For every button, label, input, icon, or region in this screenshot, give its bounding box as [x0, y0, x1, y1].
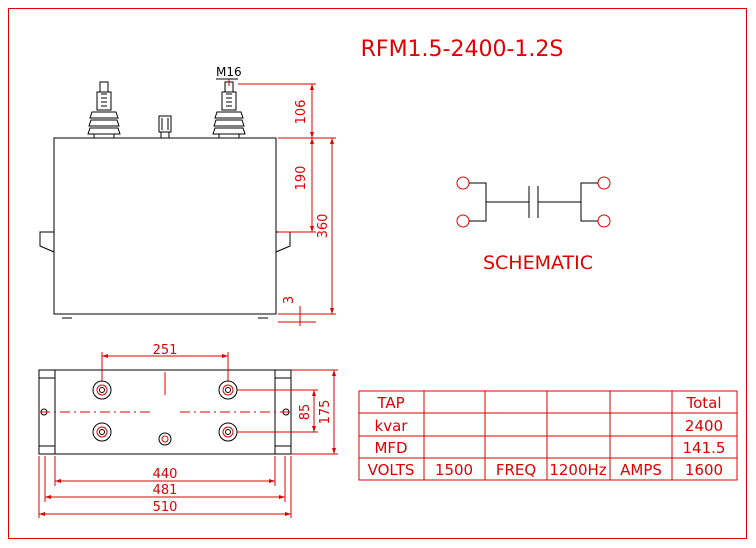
terminal-top-left: [456, 176, 470, 190]
dim-175: 175: [318, 400, 333, 425]
left-bushing: [87, 81, 121, 139]
schematic-label: SCHEMATIC: [483, 252, 593, 274]
front-dimensions: 106 190 360 3: [238, 83, 336, 326]
dim-106: 106: [294, 100, 309, 125]
drawing-title: RFM1.5-2400-1.2S: [361, 37, 564, 62]
table-cell: Total: [685, 394, 721, 412]
dim-3: 3: [282, 296, 297, 304]
top-view-outline: [38, 369, 292, 455]
table-cell: kvar: [375, 417, 409, 435]
right-bracket: [275, 231, 291, 253]
center-terminal: [158, 115, 172, 139]
left-bracket: [39, 231, 55, 253]
terminal-bottom-left: [456, 214, 470, 228]
table-cell: VOLTS: [368, 461, 415, 479]
dim-190: 190: [294, 166, 309, 191]
bushing-bottom-right: [218, 422, 238, 442]
table-cell: TAP: [376, 394, 404, 412]
front-view: [39, 81, 291, 319]
top-view: [38, 369, 292, 455]
capacitor-body: [53, 137, 277, 315]
dim-360: 360: [316, 214, 331, 239]
bushing-top-left: [92, 380, 112, 400]
top-dimensions: 251 85 175 440 481 510: [38, 343, 338, 518]
table-cell: 1500: [435, 461, 473, 479]
terminal-bottom-right: [597, 214, 611, 228]
table-cell: 1200Hz: [549, 461, 606, 479]
dim-440: 440: [153, 467, 178, 482]
drawing-frame: [8, 8, 747, 539]
table-cell: FREQ: [496, 461, 536, 479]
terminal-top-right: [597, 176, 611, 190]
table-cell: 1600: [685, 461, 723, 479]
right-bushing: [212, 81, 246, 139]
thread-callout: M16: [216, 65, 242, 86]
table-cell: MFD: [374, 439, 407, 457]
dim-85: 85: [298, 404, 313, 421]
dim-251: 251: [153, 343, 178, 358]
bushing-bottom-left: [92, 422, 112, 442]
center-terminal-top: [158, 432, 172, 446]
dim-510: 510: [153, 500, 178, 515]
table-cell: AMPS: [620, 461, 662, 479]
dim-481: 481: [153, 483, 178, 498]
bushing-top-right: [218, 380, 238, 400]
table-cell: 141.5: [683, 439, 726, 457]
thread-label: M16: [216, 65, 242, 79]
table-cell: 2400: [685, 417, 723, 435]
schematic: SCHEMATIC: [456, 176, 611, 274]
